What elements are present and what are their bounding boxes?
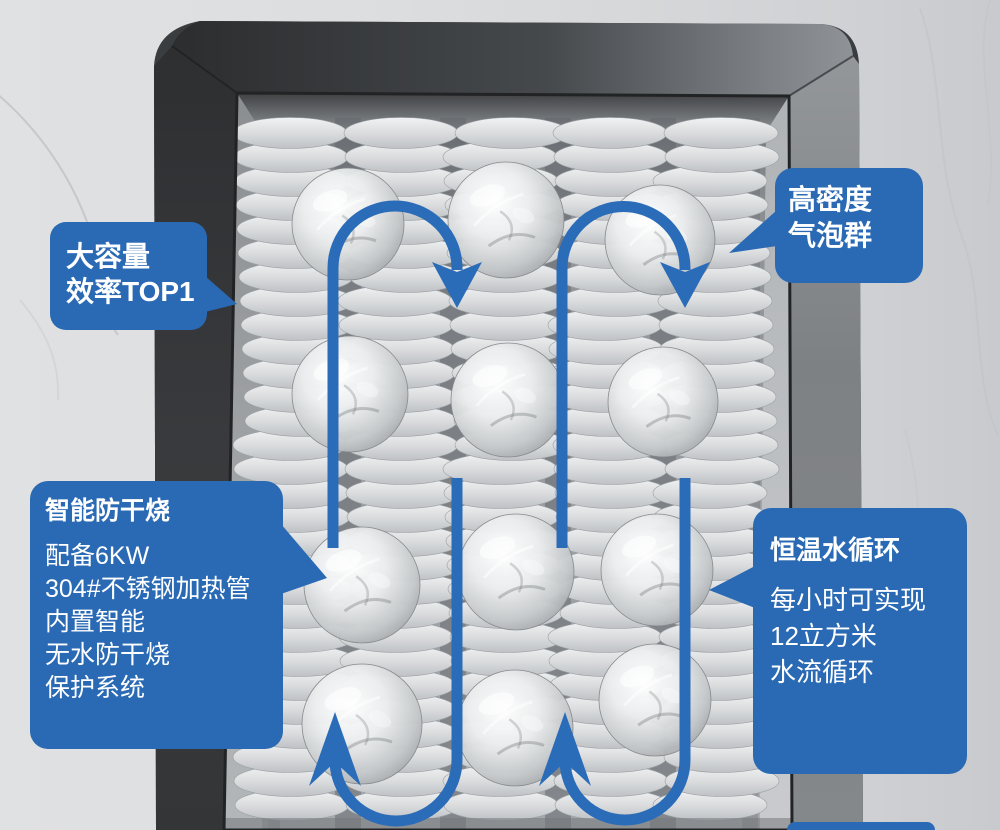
callout-capacity-line1: 大容量: [66, 241, 151, 272]
callout-partial-bottom: [787, 822, 935, 830]
plate: [552, 117, 668, 149]
frame-seams: [171, 45, 854, 97]
callout-water-circulation-line: 水流循环: [770, 657, 875, 687]
callout-bubble-density-line1: 高密度: [788, 184, 873, 215]
bubble-sphere: [447, 161, 565, 279]
callout-tail-antidry: [281, 524, 327, 594]
callout-tail-bubbles: [729, 210, 777, 253]
bubble-sphere: [598, 643, 712, 757]
callout-anti-dry-burn-line: 保护系统: [45, 674, 146, 702]
flow-arrows: [309, 200, 710, 827]
plate: [663, 117, 779, 149]
callout-anti-dry-burn-line: 内置智能: [45, 608, 146, 636]
plate: [232, 117, 348, 149]
arrowhead-up-icon: [309, 712, 361, 786]
bubble-sphere: [291, 335, 409, 453]
arrowhead-up-icon: [539, 712, 591, 786]
flow-arc-top-right: [556, 201, 691, 548]
callout-bubble-density: 高密度 气泡群: [775, 168, 923, 283]
plate: [343, 117, 459, 149]
callout-tails: [205, 210, 777, 608]
flow-u-bottom-right: [559, 478, 691, 826]
callout-anti-dry-burn-line: 304#不锈钢加热管: [45, 575, 251, 603]
bubble-sphere: [600, 513, 714, 627]
callout-tail-circulation: [709, 566, 755, 608]
tank-interior: [222, 91, 794, 830]
tank-bottom-shadow: [224, 818, 792, 830]
flow-u-bottom-left: [329, 478, 463, 827]
callout-anti-dry-burn-title: 智能防干烧: [45, 497, 171, 525]
callout-water-circulation-line: 12立方米: [770, 621, 877, 651]
bubble-sphere: [607, 346, 719, 458]
frame-top-face: [172, 21, 853, 96]
callout-water-circulation: 恒温水循环 每小时可实现 12立方米 水流循环: [753, 508, 967, 774]
bubble-sphere: [450, 342, 566, 458]
callout-bubble-density-line2: 气泡群: [788, 220, 873, 251]
flow-arc-top-left: [327, 200, 463, 548]
callout-capacity-line2: 效率TOP1: [66, 276, 195, 307]
callout-anti-dry-burn-line: 配备6KW: [45, 542, 150, 570]
arrowhead-down-icon: [660, 262, 710, 308]
arrowhead-down-icon: [432, 262, 482, 308]
callout-tail-capacity: [205, 276, 237, 312]
bubble-sphere: [303, 526, 421, 644]
callout-capacity: 大容量 效率TOP1: [50, 222, 207, 330]
callout-anti-dry-burn: 智能防干烧 配备6KW 304#不锈钢加热管 内置智能 无水防干烧 保护系统: [30, 481, 283, 749]
callout-water-circulation-title: 恒温水循环: [770, 535, 901, 565]
callout-water-circulation-line: 每小时可实现: [770, 585, 927, 615]
plate: [454, 117, 570, 149]
callout-anti-dry-burn-line: 无水防干烧: [45, 641, 171, 669]
